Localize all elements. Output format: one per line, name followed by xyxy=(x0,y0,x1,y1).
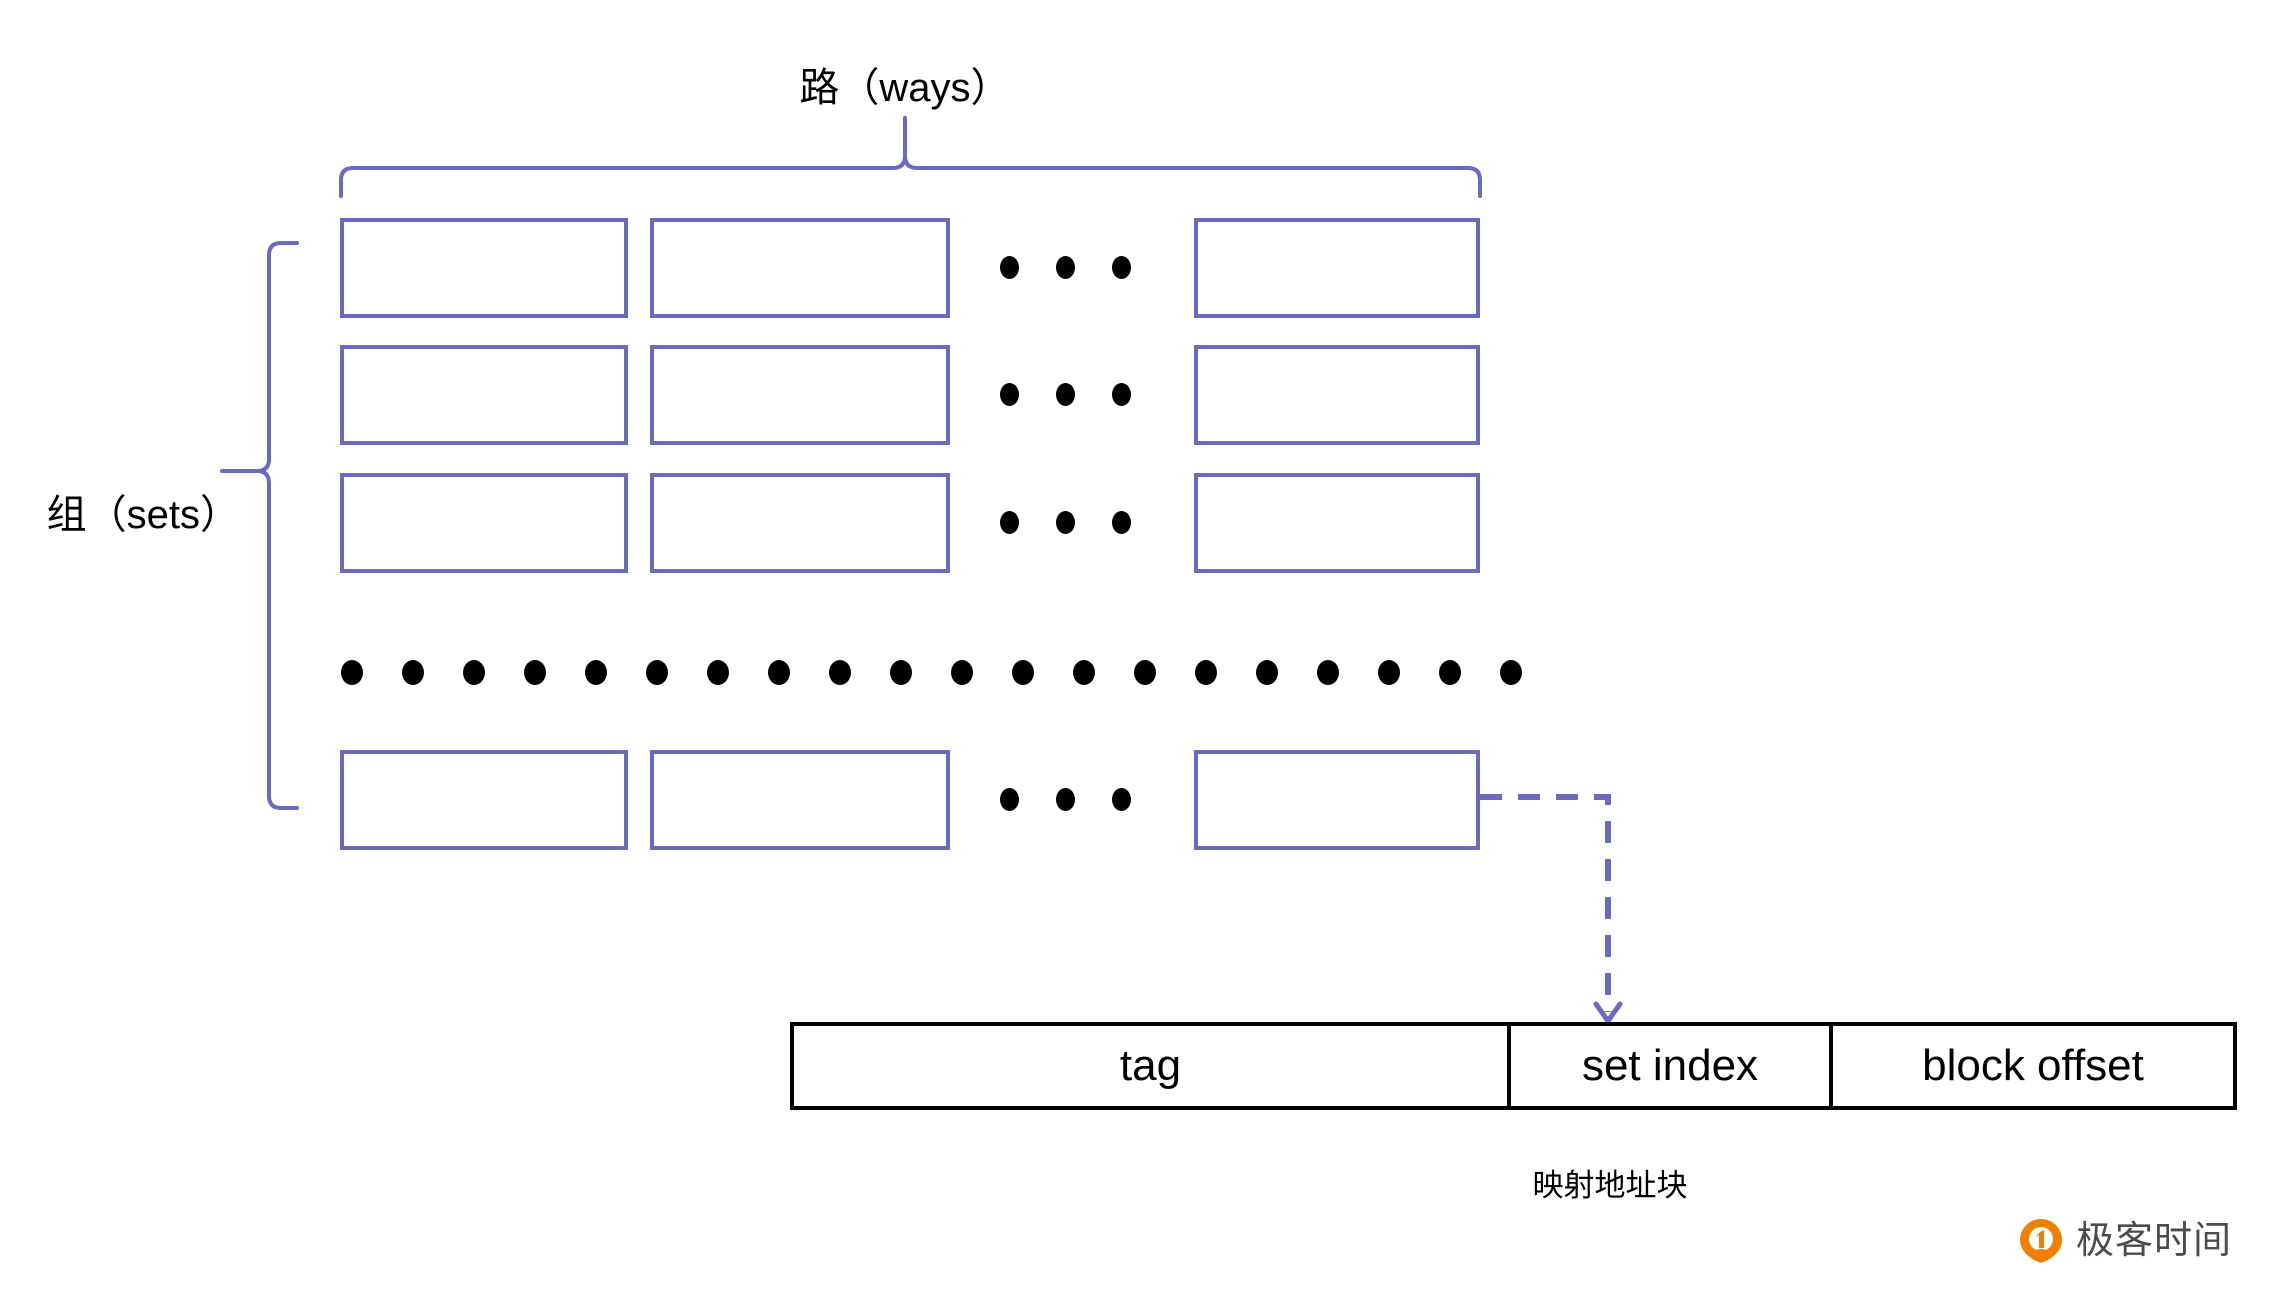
cache-cell-r3c2[interactable] xyxy=(650,473,950,573)
cache-cell-rNc1[interactable] xyxy=(340,750,628,850)
watermark: 极客时间 xyxy=(2018,1218,2232,1264)
ellipsis-dot xyxy=(1000,788,1019,811)
cache-cell-r2cN[interactable] xyxy=(1194,345,1480,445)
ellipsis-dot xyxy=(1134,660,1156,685)
ellipsis-dot xyxy=(890,660,912,685)
row-ellipsis-2 xyxy=(1000,383,1131,406)
watermark-text: 极客时间 xyxy=(2076,1220,2233,1262)
ellipsis-dot xyxy=(1056,511,1075,534)
cache-cell-r3c1[interactable] xyxy=(340,473,628,573)
mapping-arrow-head xyxy=(1593,1001,1623,1024)
address-field-block-offset[interactable]: block offset xyxy=(1829,1026,2233,1106)
ellipsis-dot xyxy=(1256,660,1278,685)
ellipsis-dot xyxy=(1056,788,1075,811)
cache-cell-r3cN[interactable] xyxy=(1194,473,1480,573)
address-field-set-index[interactable]: set index xyxy=(1507,1026,1829,1106)
ellipsis-dot xyxy=(1000,256,1019,279)
ellipsis-dot xyxy=(1056,256,1075,279)
cache-cell-r2c2[interactable] xyxy=(650,345,950,445)
ellipsis-dot xyxy=(1112,788,1131,811)
cache-cell-rNcN[interactable] xyxy=(1194,750,1480,850)
ellipsis-dot xyxy=(1056,383,1075,406)
cache-cell-rNc2[interactable] xyxy=(650,750,950,850)
address-block: tag set index block offset xyxy=(790,1022,2237,1110)
ways-label: 路（ways） xyxy=(799,66,1011,110)
ellipsis-dot xyxy=(1317,660,1339,685)
ellipsis-dot xyxy=(463,660,485,685)
ellipsis-dot xyxy=(646,660,668,685)
sets-label: 组（sets） xyxy=(46,493,240,537)
ellipsis-dot xyxy=(1378,660,1400,685)
ellipsis-dot xyxy=(1112,511,1131,534)
mapping-arrow xyxy=(1480,794,1611,1012)
row-ellipsis-4 xyxy=(1000,788,1131,811)
cache-cell-r1c1[interactable] xyxy=(340,218,628,318)
address-field-tag[interactable]: tag xyxy=(1119,1041,1182,1090)
cache-cell-r1cN[interactable] xyxy=(1194,218,1480,318)
ellipsis-dot xyxy=(1195,660,1217,685)
ellipsis-dot xyxy=(1500,660,1522,685)
ways-brace xyxy=(339,116,1482,198)
mapping-address-caption: 映射地址块 xyxy=(1532,1168,1688,1203)
row-ellipsis-3 xyxy=(1000,511,1131,534)
ellipsis-dot xyxy=(951,660,973,685)
cache-cell-r1c2[interactable] xyxy=(650,218,950,318)
row-ellipsis-1 xyxy=(1000,256,1131,279)
ellipsis-dot xyxy=(585,660,607,685)
ellipsis-dot xyxy=(1000,511,1019,534)
ellipsis-dot xyxy=(341,660,363,685)
ellipsis-dot xyxy=(524,660,546,685)
ellipsis-dot xyxy=(829,660,851,685)
ellipsis-dot xyxy=(1439,660,1461,685)
ellipsis-dot xyxy=(1012,660,1034,685)
ellipsis-dot xyxy=(707,660,729,685)
cache-cell-r2c1[interactable] xyxy=(340,345,628,445)
geektime-logo-icon xyxy=(2018,1218,2064,1264)
ellipsis-dot xyxy=(1112,383,1131,406)
ellipsis-dot xyxy=(402,660,424,685)
ellipsis-dot xyxy=(1112,256,1131,279)
ellipsis-dot xyxy=(1000,383,1019,406)
ellipsis-dot xyxy=(1073,660,1095,685)
ellipsis-dot xyxy=(768,660,790,685)
grid-ellipsis-row xyxy=(341,660,1522,685)
